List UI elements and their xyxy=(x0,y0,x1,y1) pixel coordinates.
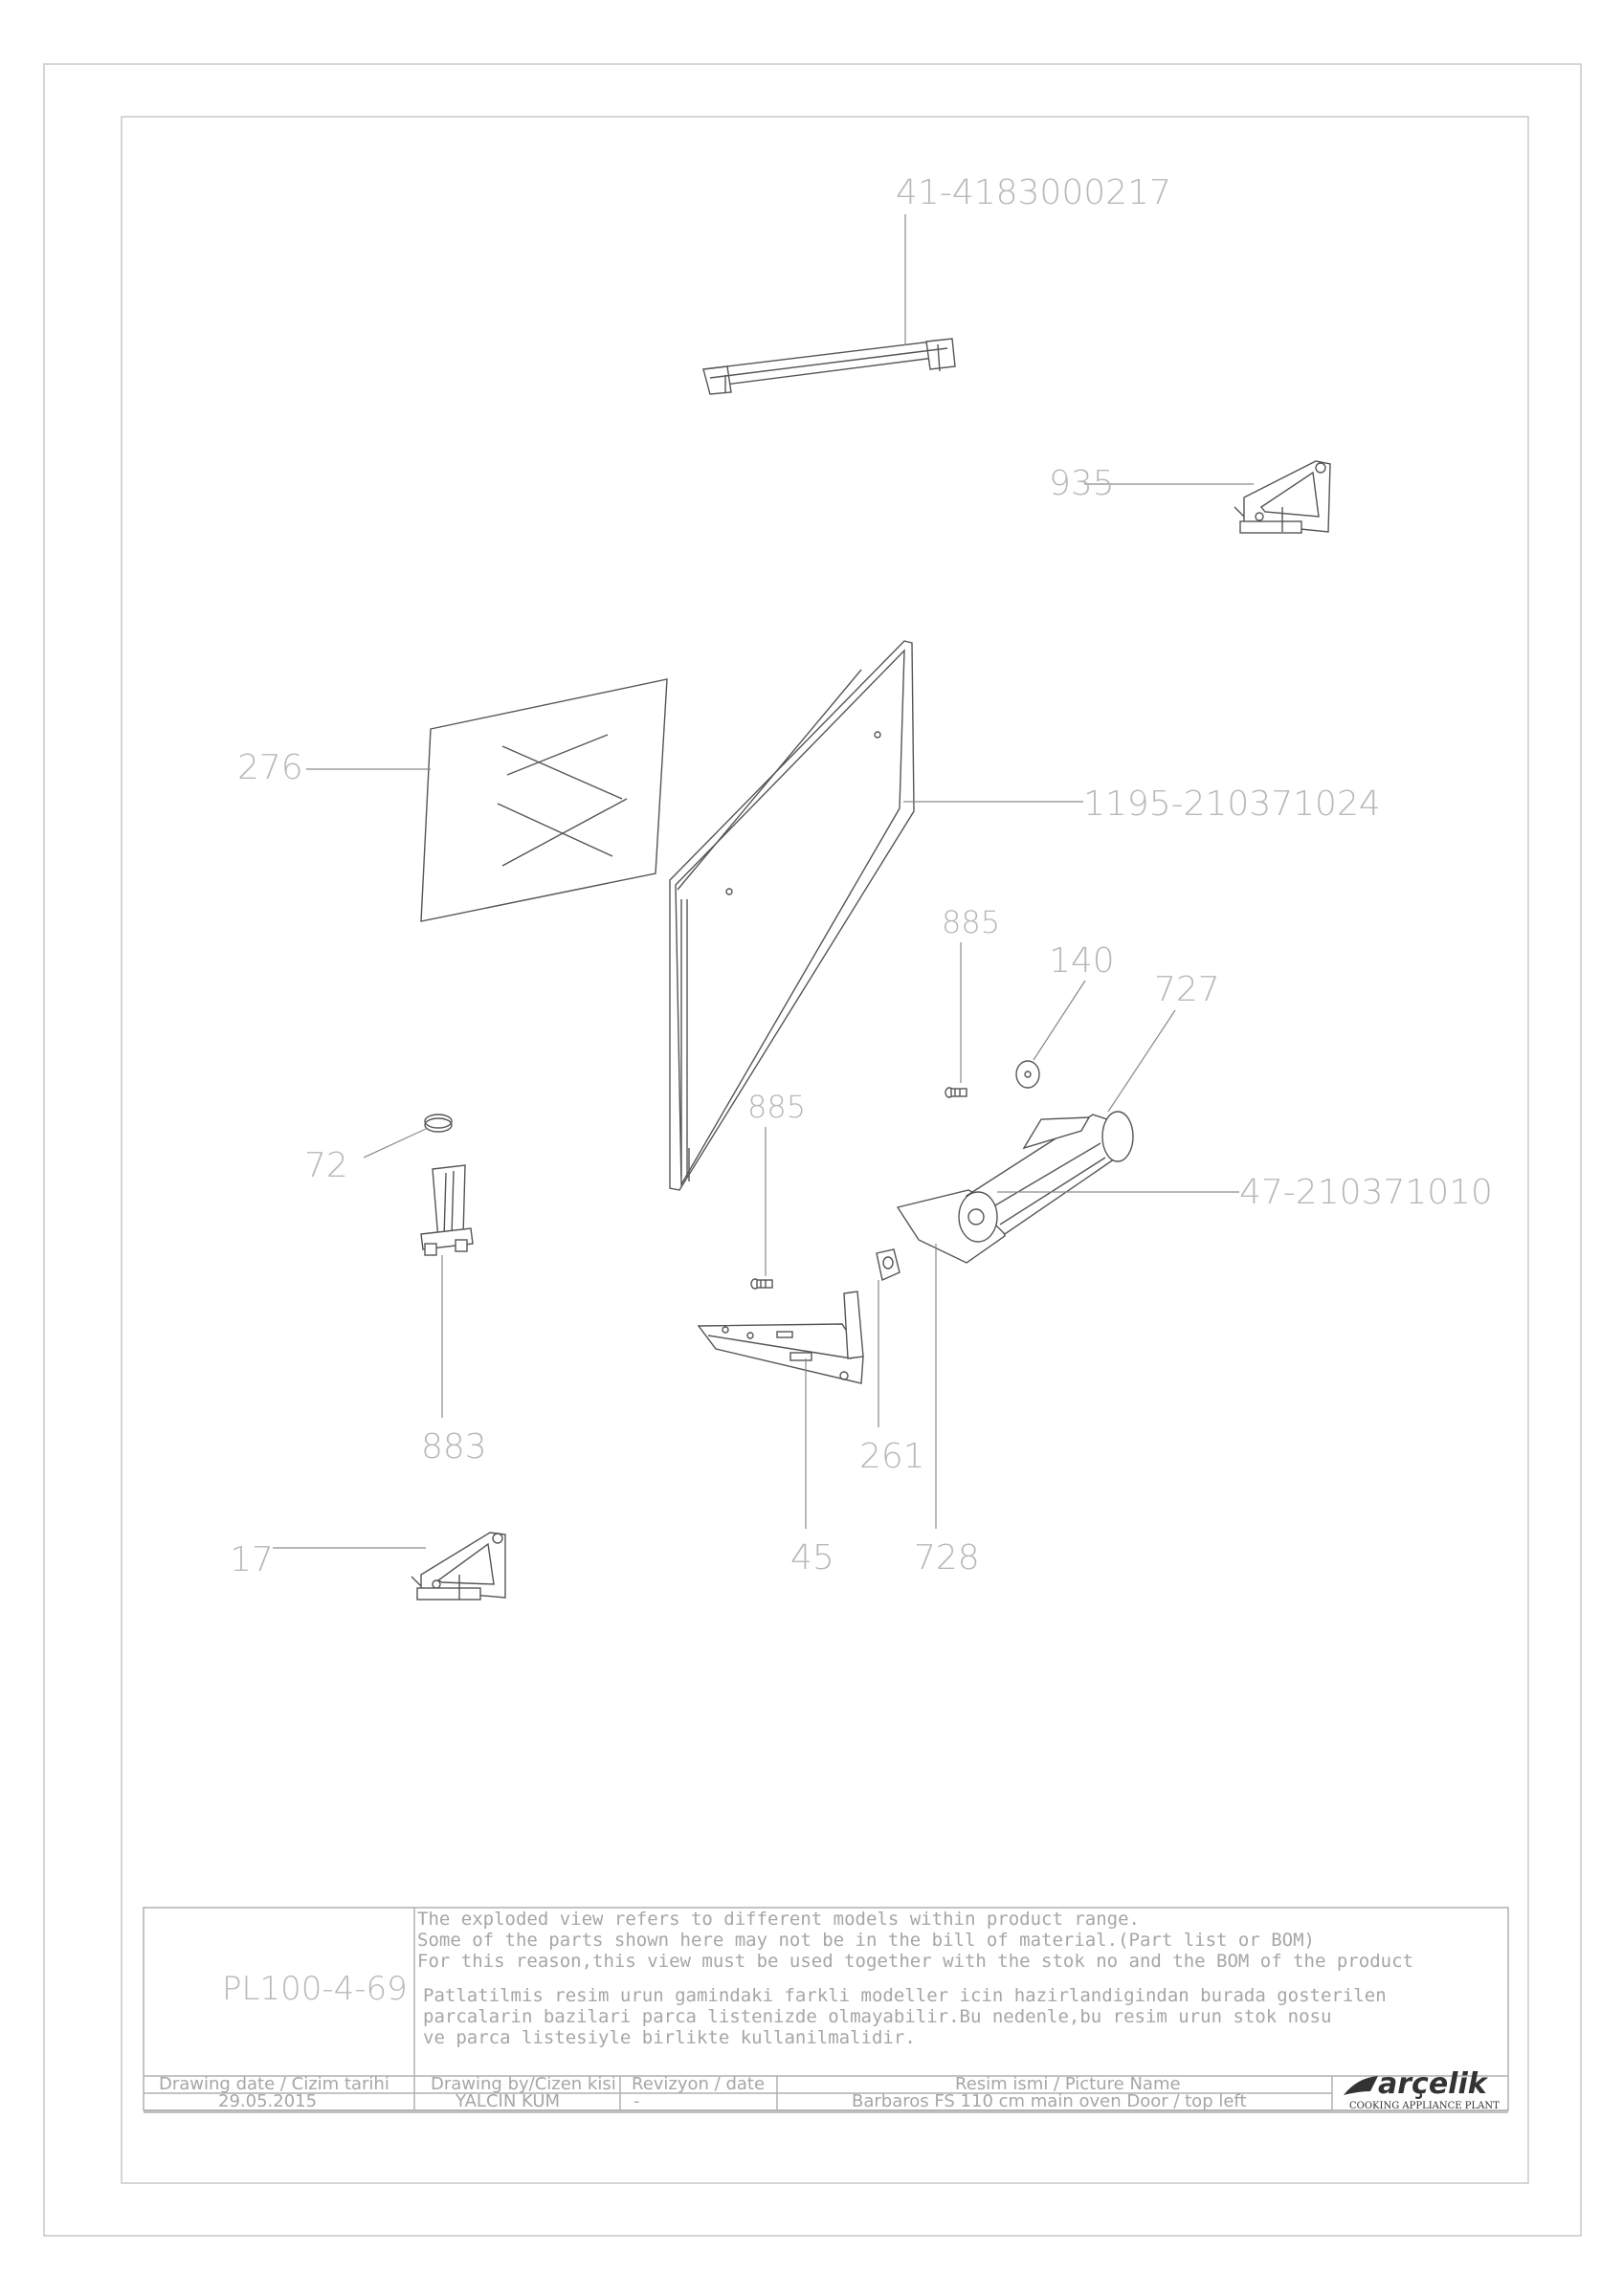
outer-border xyxy=(43,63,1582,2237)
label-41: 41-4183000217 xyxy=(896,173,1171,212)
leader-72 xyxy=(363,1128,427,1159)
label-17: 17 xyxy=(230,1540,274,1579)
note-en-line-1: The exploded view refers to different mo… xyxy=(417,1909,1140,1930)
label-728: 728 xyxy=(914,1538,980,1578)
note-en-line-2: Some of the parts shown here may not be … xyxy=(417,1930,1315,1951)
part-1195-door-panel xyxy=(669,640,915,1191)
label-885b: 885 xyxy=(747,1089,806,1125)
part-72-ring xyxy=(424,1114,453,1133)
part-140-washer xyxy=(1015,1060,1040,1089)
value-drawing-by: YALCIN KUM xyxy=(455,2091,560,2111)
part-41-top-bar xyxy=(702,338,956,395)
leader-727 xyxy=(1107,1009,1176,1113)
part-883-latch xyxy=(420,1164,474,1256)
logo-swoosh-icon xyxy=(1344,2076,1378,2095)
drawing-number: PL100-4-69 xyxy=(222,1970,408,2008)
label-261: 261 xyxy=(859,1437,925,1476)
label-47: 47-210371010 xyxy=(1239,1173,1493,1212)
arcelik-logo: arçelik COOKING APPLIANCE PLANT xyxy=(1344,2067,1500,2111)
label-72: 72 xyxy=(304,1146,348,1185)
label-45: 45 xyxy=(790,1538,834,1578)
note-tr-line-1: Patlatilmis resim urun gamindaki farkli … xyxy=(423,1985,1387,2006)
logo-wordmark: arçelik xyxy=(1378,2067,1489,2101)
header-picture-name: Resim ismi / Picture Name xyxy=(955,2074,1181,2094)
value-drawing-date: 29.05.2015 xyxy=(218,2091,317,2111)
label-883: 883 xyxy=(421,1427,487,1467)
value-picture-name: Barbaros FS 110 cm main oven Door / top … xyxy=(852,2091,1247,2111)
label-276: 276 xyxy=(237,748,303,787)
note-tr-line-2: parcalarin bazilari parca listenizde olm… xyxy=(423,2006,1331,2027)
label-1195: 1195-210371024 xyxy=(1083,784,1381,824)
header-revision: Revizyon / date xyxy=(632,2074,765,2094)
part-935-bracket xyxy=(1234,460,1331,534)
note-en-line-3: For this reason,this view must be used t… xyxy=(417,1951,1413,1972)
value-revision: - xyxy=(634,2091,640,2111)
label-935: 935 xyxy=(1049,464,1115,503)
part-47-hinge-arm xyxy=(896,1111,1134,1264)
part-276-glass-panel xyxy=(420,678,668,922)
label-727: 727 xyxy=(1154,970,1220,1009)
inner-border xyxy=(121,116,1529,2184)
header-drawing-by: Drawing by/Cizen kisi xyxy=(431,2074,616,2094)
part-261-plate xyxy=(876,1248,900,1281)
label-885a: 885 xyxy=(942,904,1000,940)
title-block xyxy=(143,1907,1509,2113)
part-17-bracket xyxy=(411,1532,506,1601)
part-885-screw-upper xyxy=(945,1087,967,1098)
logo-subtitle: COOKING APPLIANCE PLANT xyxy=(1349,2101,1500,2111)
part-885-screw-lower xyxy=(750,1278,773,1290)
leader-140 xyxy=(1033,980,1086,1061)
header-drawing-date: Drawing date / Cizim tarihi xyxy=(159,2074,389,2094)
note-tr-line-3: ve parca listesiyle birlikte kullanilmal… xyxy=(423,2027,916,2048)
part-45-hinge xyxy=(697,1291,864,1384)
label-140: 140 xyxy=(1049,941,1115,981)
